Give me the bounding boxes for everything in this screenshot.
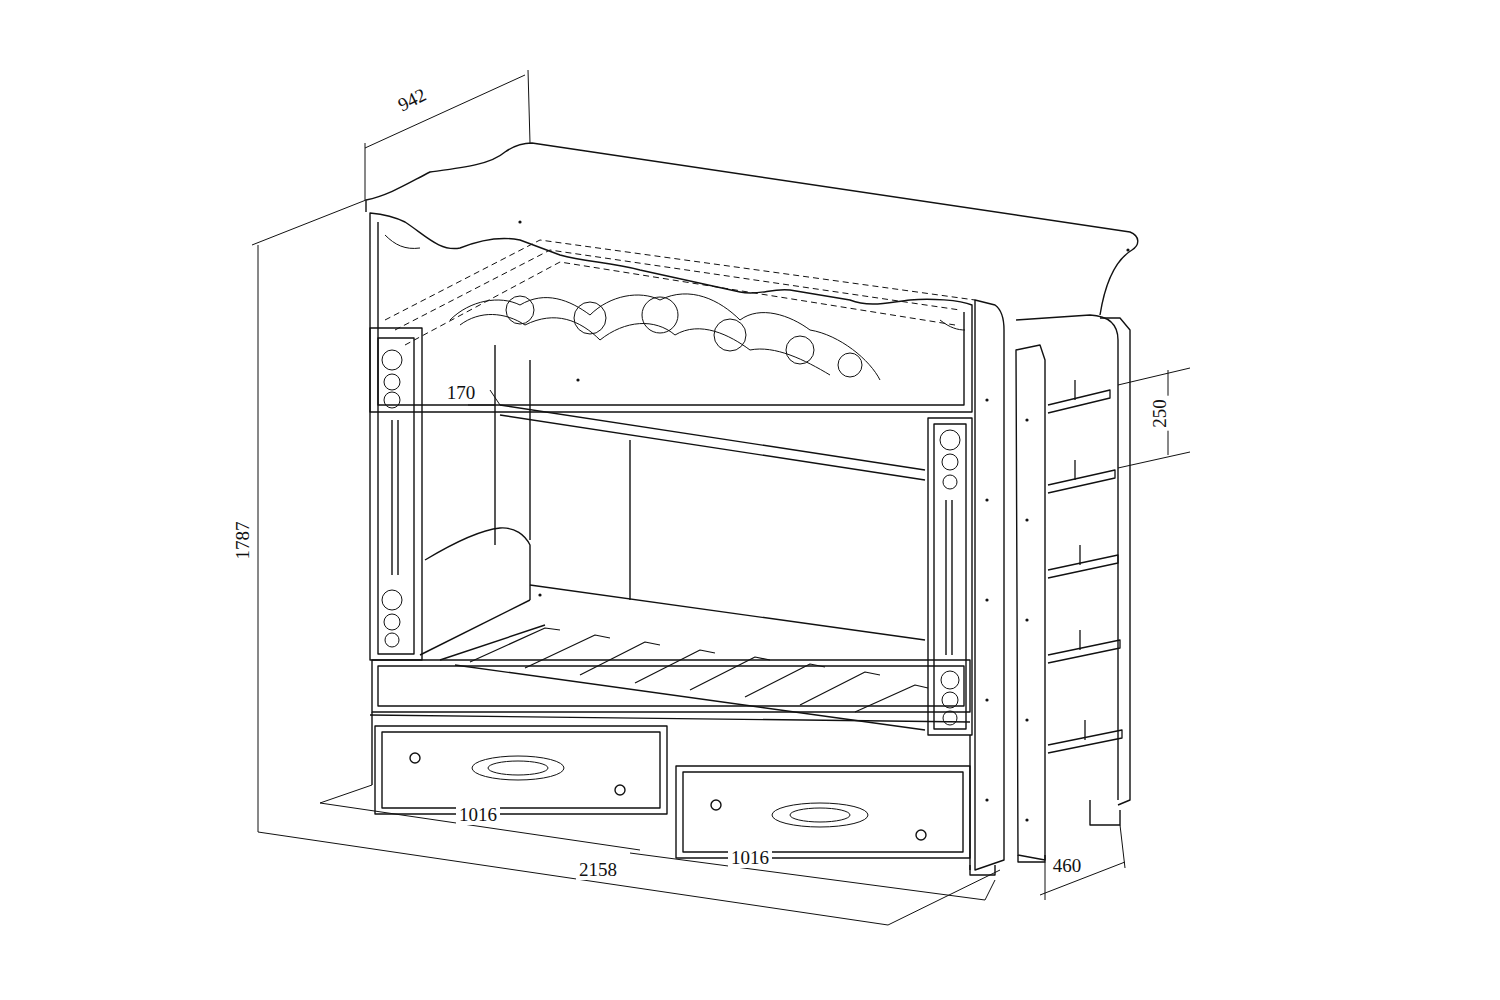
dimension-label: 2158 [576, 860, 620, 881]
dimension-label: 942 [392, 83, 432, 117]
dimension-label: 170 [444, 383, 479, 404]
dimension-label: 1787 [233, 518, 254, 562]
dimension-label: 1016 [728, 848, 772, 869]
dimension-label: 250 [1150, 396, 1171, 431]
dimension-label: 460 [1050, 856, 1085, 877]
dimension-label: 1016 [456, 805, 500, 826]
